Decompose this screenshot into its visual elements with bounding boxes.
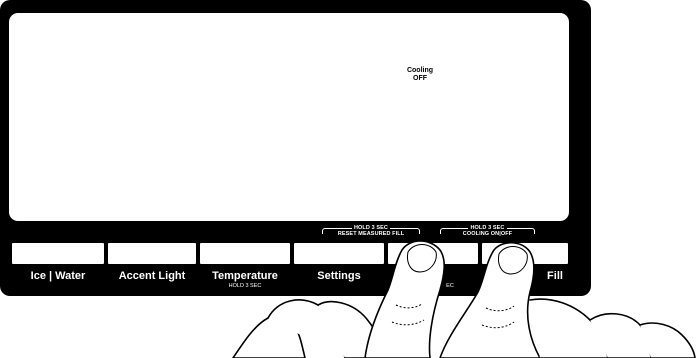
- pressing-hands-illustration: [0, 0, 699, 358]
